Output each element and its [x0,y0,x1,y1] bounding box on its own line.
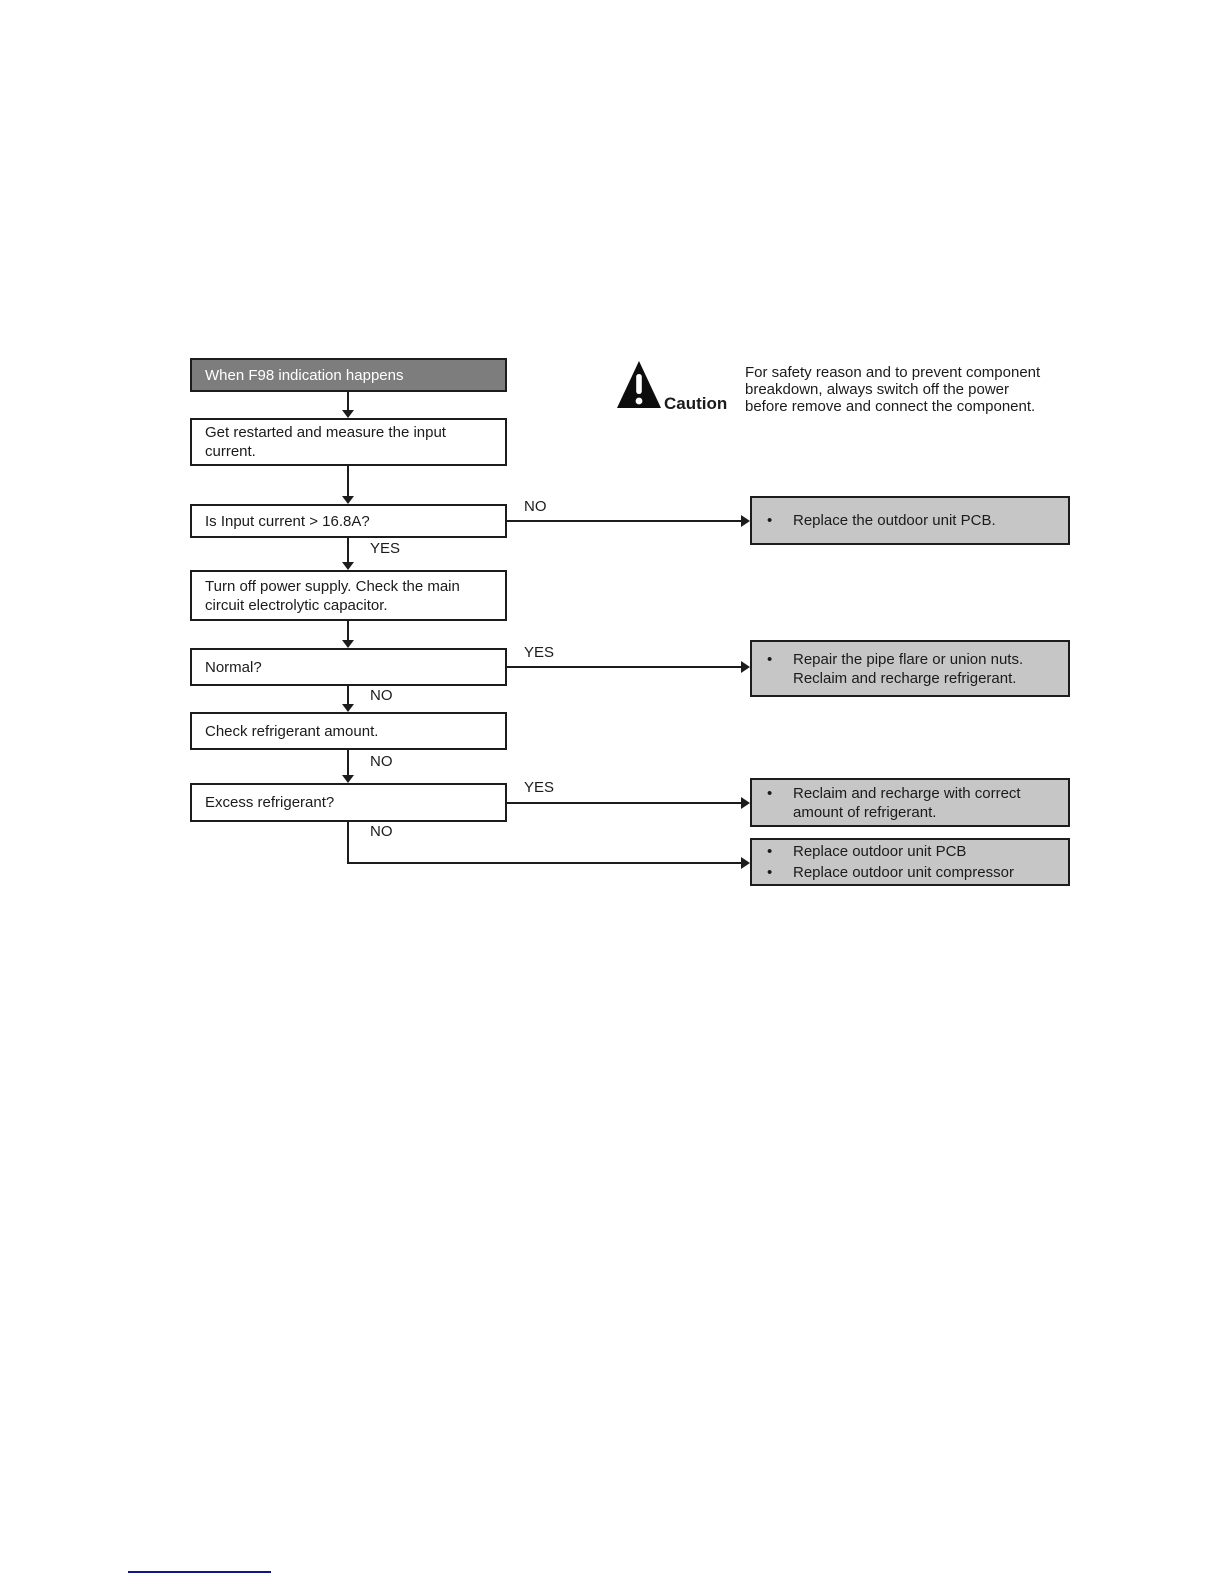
result-replace-pcb-compressor: • Replace outdoor unit PCB • Replace out… [750,838,1070,886]
arrow-right-icon [741,797,750,809]
result-text-line: Reclaim and recharge with correct [793,784,1021,802]
branch-label-yes: YES [524,644,555,661]
result-recharge-refrigerant: • Reclaim and recharge with correct amou… [750,778,1070,827]
caution-label: Caution [664,394,728,413]
bullet-icon: • [767,843,773,860]
flow-node-check-refrigerant: Check refrigerant amount. [190,712,507,750]
result-replace-pcb: • Replace the outdoor unit PCB. [750,496,1070,545]
bullet-icon: • [767,864,773,881]
arrow-down-icon [342,704,354,712]
connector-line [347,392,349,410]
branch-label-yes: YES [370,540,401,557]
connector-line [347,862,741,864]
result-repair-pipe: • Repair the pipe flare or union nuts. R… [750,640,1070,697]
branch-label-no: NO [370,687,393,704]
arrow-right-icon [741,857,750,869]
arrow-right-icon [741,515,750,527]
arrow-down-icon [342,775,354,783]
result-text: Reclaim and recharge with correct amount… [793,784,1021,822]
arrow-down-icon [342,640,354,648]
flow-start-label: When F98 indication happens [205,366,404,384]
connector-line [347,750,349,775]
flow-node-text: Get restarted and measure the input curr… [205,424,446,460]
bullet-icon: • [767,650,773,668]
connector-line [347,466,349,496]
bullet-icon: • [767,784,773,802]
bullet-icon: • [767,512,773,529]
flow-node-capacitor: Turn off power supply. Check the main ci… [190,570,507,621]
flow-node-text: Is Input current > 16.8A? [205,512,370,530]
result-text-line: Reclaim and recharge refrigerant. [793,669,1017,687]
connector-line [507,520,741,522]
arrow-down-icon [342,410,354,418]
flow-node-excess-refrigerant: Excess refrigerant? [190,783,507,822]
flow-start-node: When F98 indication happens [190,358,507,392]
flow-node-text: Excess refrigerant? [205,794,335,811]
connector-line [347,822,349,864]
caution-text: For safety reason and to prevent compone… [745,364,1041,415]
arrow-down-icon [342,562,354,570]
flow-node-normal: Normal? [190,648,507,686]
result-text: Replace the outdoor unit PCB. [793,512,996,529]
branch-label-no: NO [370,823,393,840]
connector-line [347,686,349,704]
flow-node-text: Turn off power supply. Check the main ci… [205,577,460,614]
arrow-down-icon [342,496,354,504]
branch-label-no: NO [370,753,393,770]
branch-label-no: NO [524,498,547,515]
result-text: Replace outdoor unit PCB [793,843,967,860]
flow-node-input-current: Is Input current > 16.8A? [190,504,507,538]
flow-node-measure-current: Get restarted and measure the input curr… [190,418,507,466]
connector-line [507,666,741,668]
connector-line [347,621,349,640]
connector-line [347,538,349,562]
connector-line [507,802,741,804]
result-text: Repair the pipe flare or union nuts. Rec… [793,650,1023,688]
flow-node-text: Check refrigerant amount. [205,722,379,740]
arrow-right-icon [741,661,750,673]
footer-rule [128,1571,271,1573]
caution-warning-icon [617,361,661,408]
result-text: Replace outdoor unit compressor [793,864,1014,881]
result-text-line: amount of refrigerant. [793,803,937,821]
result-text-line: Repair the pipe flare or union nuts. [793,650,1024,668]
branch-label-yes: YES [524,779,555,796]
flow-node-text: Normal? [205,658,262,676]
